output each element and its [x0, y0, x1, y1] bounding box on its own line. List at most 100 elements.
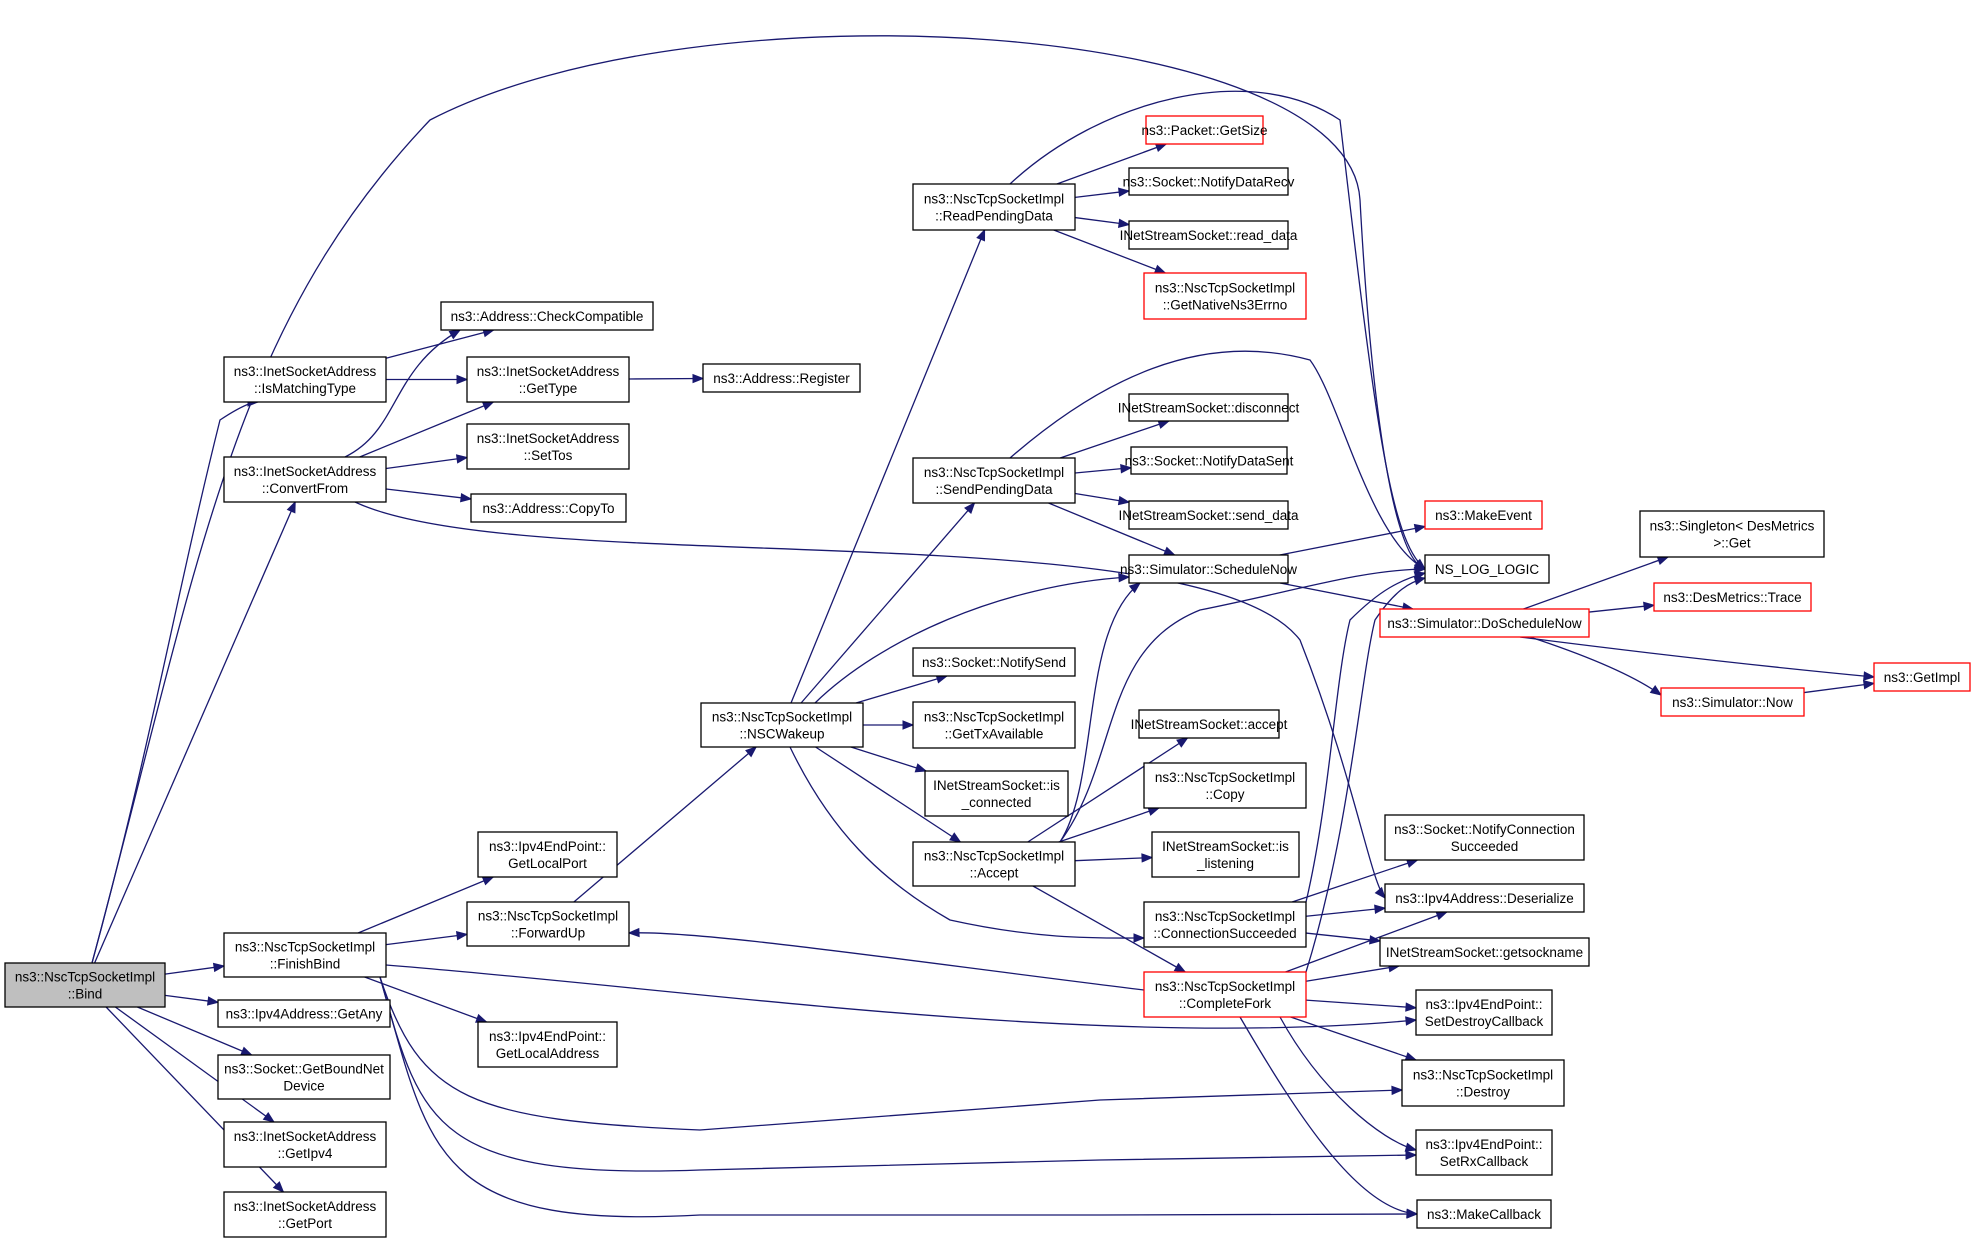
node-box-connsucc[interactable] [1143, 901, 1307, 948]
node-finishbind[interactable]: ns3::NscTcpSocketImpl::FinishBind [223, 932, 387, 978]
node-box-deserialize[interactable] [1384, 883, 1585, 913]
node-box-sendpending[interactable] [912, 457, 1076, 504]
node-box-insaccept[interactable] [1138, 709, 1280, 739]
node-box-makecallback[interactable] [1416, 1199, 1552, 1229]
node-box-readpending[interactable] [912, 183, 1076, 231]
node-box-copyto[interactable] [470, 493, 627, 523]
node-copy[interactable]: ns3::NscTcpSocketImpl::Copy [1143, 762, 1307, 809]
node-box-senddata[interactable] [1128, 500, 1289, 530]
node-getlocaladdr[interactable]: ns3::Ipv4EndPoint::GetLocalAddress [477, 1021, 618, 1068]
node-connsucc[interactable]: ns3::NscTcpSocketImpl::ConnectionSucceed… [1143, 901, 1307, 948]
node-box-schedulenow[interactable] [1128, 554, 1289, 584]
node-box-nslog[interactable] [1424, 554, 1550, 584]
node-box-copy[interactable] [1143, 762, 1307, 809]
node-sendpending[interactable]: ns3::NscTcpSocketImpl::SendPendingData [912, 457, 1076, 504]
node-accept[interactable]: ns3::NscTcpSocketImpl::Accept [912, 841, 1076, 887]
node-box-getlocalport[interactable] [477, 831, 618, 878]
node-completefork[interactable]: ns3::NscTcpSocketImpl::CompleteFork [1143, 971, 1307, 1018]
node-box-settos[interactable] [466, 423, 630, 470]
node-box-nscwakeup[interactable] [700, 702, 864, 748]
node-getsockname[interactable]: INetStreamSocket::getsockname [1379, 937, 1590, 967]
node-singleton[interactable]: ns3::Singleton< DesMetrics >::Get [1639, 510, 1825, 558]
node-box-setdestroy[interactable] [1415, 989, 1553, 1036]
node-getport[interactable]: ns3::InetSocketAddress::GetPort [223, 1191, 387, 1238]
node-insaccept[interactable]: INetStreamSocket::accept [1131, 709, 1288, 739]
node-box-getboundnet[interactable] [217, 1054, 391, 1100]
node-box-getipv4[interactable] [223, 1121, 387, 1168]
node-notifydatasent[interactable]: ns3::Socket::NotifyDataSent [1125, 446, 1294, 475]
node-settos[interactable]: ns3::InetSocketAddress::SetTos [466, 423, 630, 470]
node-box-gettype[interactable] [466, 356, 630, 403]
node-checkcompat[interactable]: ns3::Address::CheckCompatible [440, 301, 654, 331]
node-trace[interactable]: ns3::DesMetrics::Trace [1653, 582, 1812, 612]
node-getlocalport[interactable]: ns3::Ipv4EndPoint::GetLocalPort [477, 831, 618, 878]
node-box-trace[interactable] [1653, 582, 1812, 612]
node-isconnected[interactable]: INetStreamSocket::is_connected [924, 770, 1069, 817]
node-gettxavail[interactable]: ns3::NscTcpSocketImpl::GetTxAvailable [912, 701, 1076, 749]
node-box-makeevent[interactable] [1424, 500, 1543, 530]
node-box-singleton[interactable] [1639, 510, 1825, 558]
node-convertfrom[interactable]: ns3::InetSocketAddress::ConvertFrom [223, 456, 387, 503]
node-register[interactable]: ns3::Address::Register [702, 363, 861, 393]
node-box-doschedule[interactable] [1379, 608, 1590, 638]
node-box-accept[interactable] [912, 841, 1076, 887]
node-forwardup[interactable]: ns3::NscTcpSocketImpl::ForwardUp [466, 901, 630, 947]
node-box-notifydatasent[interactable] [1130, 446, 1288, 475]
node-readpending[interactable]: ns3::NscTcpSocketImpl::ReadPendingData [912, 183, 1076, 231]
node-gettype[interactable]: ns3::InetSocketAddress::GetType [466, 356, 630, 403]
node-makeevent[interactable]: ns3::MakeEvent [1424, 500, 1543, 530]
node-bind[interactable]: ns3::NscTcpSocketImpl::Bind [4, 962, 166, 1008]
node-setrx[interactable]: ns3::Ipv4EndPoint::SetRxCallback [1415, 1129, 1553, 1176]
node-islistening[interactable]: INetStreamSocket::is_listening [1151, 831, 1300, 878]
node-nslog[interactable]: NS_LOG_LOGIC [1424, 554, 1550, 584]
node-box-islistening[interactable] [1151, 831, 1300, 878]
node-box-getport[interactable] [223, 1191, 387, 1238]
node-simnow[interactable]: ns3::Simulator::Now [1660, 687, 1805, 717]
node-box-checkcompat[interactable] [440, 301, 654, 331]
node-ismatching[interactable]: ns3::InetSocketAddress::IsMatchingType [223, 356, 387, 403]
node-box-isconnected[interactable] [924, 770, 1069, 817]
node-box-bind[interactable] [4, 962, 166, 1008]
node-box-getnative[interactable] [1143, 272, 1307, 320]
node-box-ismatching[interactable] [223, 356, 387, 403]
node-box-getsize[interactable] [1145, 115, 1264, 145]
node-box-getsockname[interactable] [1379, 937, 1590, 967]
node-box-notifyconnsucc[interactable] [1384, 814, 1585, 861]
node-box-readdata[interactable] [1128, 220, 1289, 250]
node-box-notifydatarecv[interactable] [1128, 167, 1289, 196]
node-senddata[interactable]: INetStreamSocket::send_data [1118, 500, 1299, 530]
node-notifydatarecv[interactable]: ns3::Socket::NotifyDataRecv [1123, 167, 1295, 196]
node-destroy[interactable]: ns3::NscTcpSocketImpl::Destroy [1401, 1059, 1565, 1107]
node-box-simnow[interactable] [1660, 687, 1805, 717]
node-doschedule[interactable]: ns3::Simulator::DoScheduleNow [1379, 608, 1590, 638]
node-getnative[interactable]: ns3::NscTcpSocketImpl::GetNativeNs3Errno [1143, 272, 1307, 320]
node-getipv4[interactable]: ns3::InetSocketAddress::GetIpv4 [223, 1121, 387, 1168]
node-disconnect[interactable]: INetStreamSocket::disconnect [1118, 393, 1300, 422]
node-box-register[interactable] [702, 363, 861, 393]
node-box-getlocaladdr[interactable] [477, 1021, 618, 1068]
node-ipv4getany[interactable]: ns3::Ipv4Address::GetAny [217, 999, 391, 1028]
node-box-gettxavail[interactable] [912, 701, 1076, 749]
node-box-forwardup[interactable] [466, 901, 630, 947]
node-box-destroy[interactable] [1401, 1059, 1565, 1107]
node-box-notifysend[interactable] [912, 647, 1076, 677]
node-box-completefork[interactable] [1143, 971, 1307, 1018]
node-nscwakeup[interactable]: ns3::NscTcpSocketImpl::NSCWakeup [700, 702, 864, 748]
node-copyto[interactable]: ns3::Address::CopyTo [470, 493, 627, 523]
node-schedulenow[interactable]: ns3::Simulator::ScheduleNow [1120, 554, 1297, 584]
node-box-finishbind[interactable] [223, 932, 387, 978]
node-box-convertfrom[interactable] [223, 456, 387, 503]
node-readdata[interactable]: INetStreamSocket::read_data [1120, 220, 1298, 250]
node-notifysend[interactable]: ns3::Socket::NotifySend [912, 647, 1076, 677]
node-box-getimpl[interactable] [1873, 662, 1971, 692]
node-getsize[interactable]: ns3::Packet::GetSize [1141, 115, 1268, 145]
node-box-setrx[interactable] [1415, 1129, 1553, 1176]
node-makecallback[interactable]: ns3::MakeCallback [1416, 1199, 1552, 1229]
node-getimpl[interactable]: ns3::GetImpl [1873, 662, 1971, 692]
node-deserialize[interactable]: ns3::Ipv4Address::Deserialize [1384, 883, 1585, 913]
node-box-ipv4getany[interactable] [217, 999, 391, 1028]
node-box-disconnect[interactable] [1128, 393, 1289, 422]
node-setdestroy[interactable]: ns3::Ipv4EndPoint::SetDestroyCallback [1415, 989, 1553, 1036]
